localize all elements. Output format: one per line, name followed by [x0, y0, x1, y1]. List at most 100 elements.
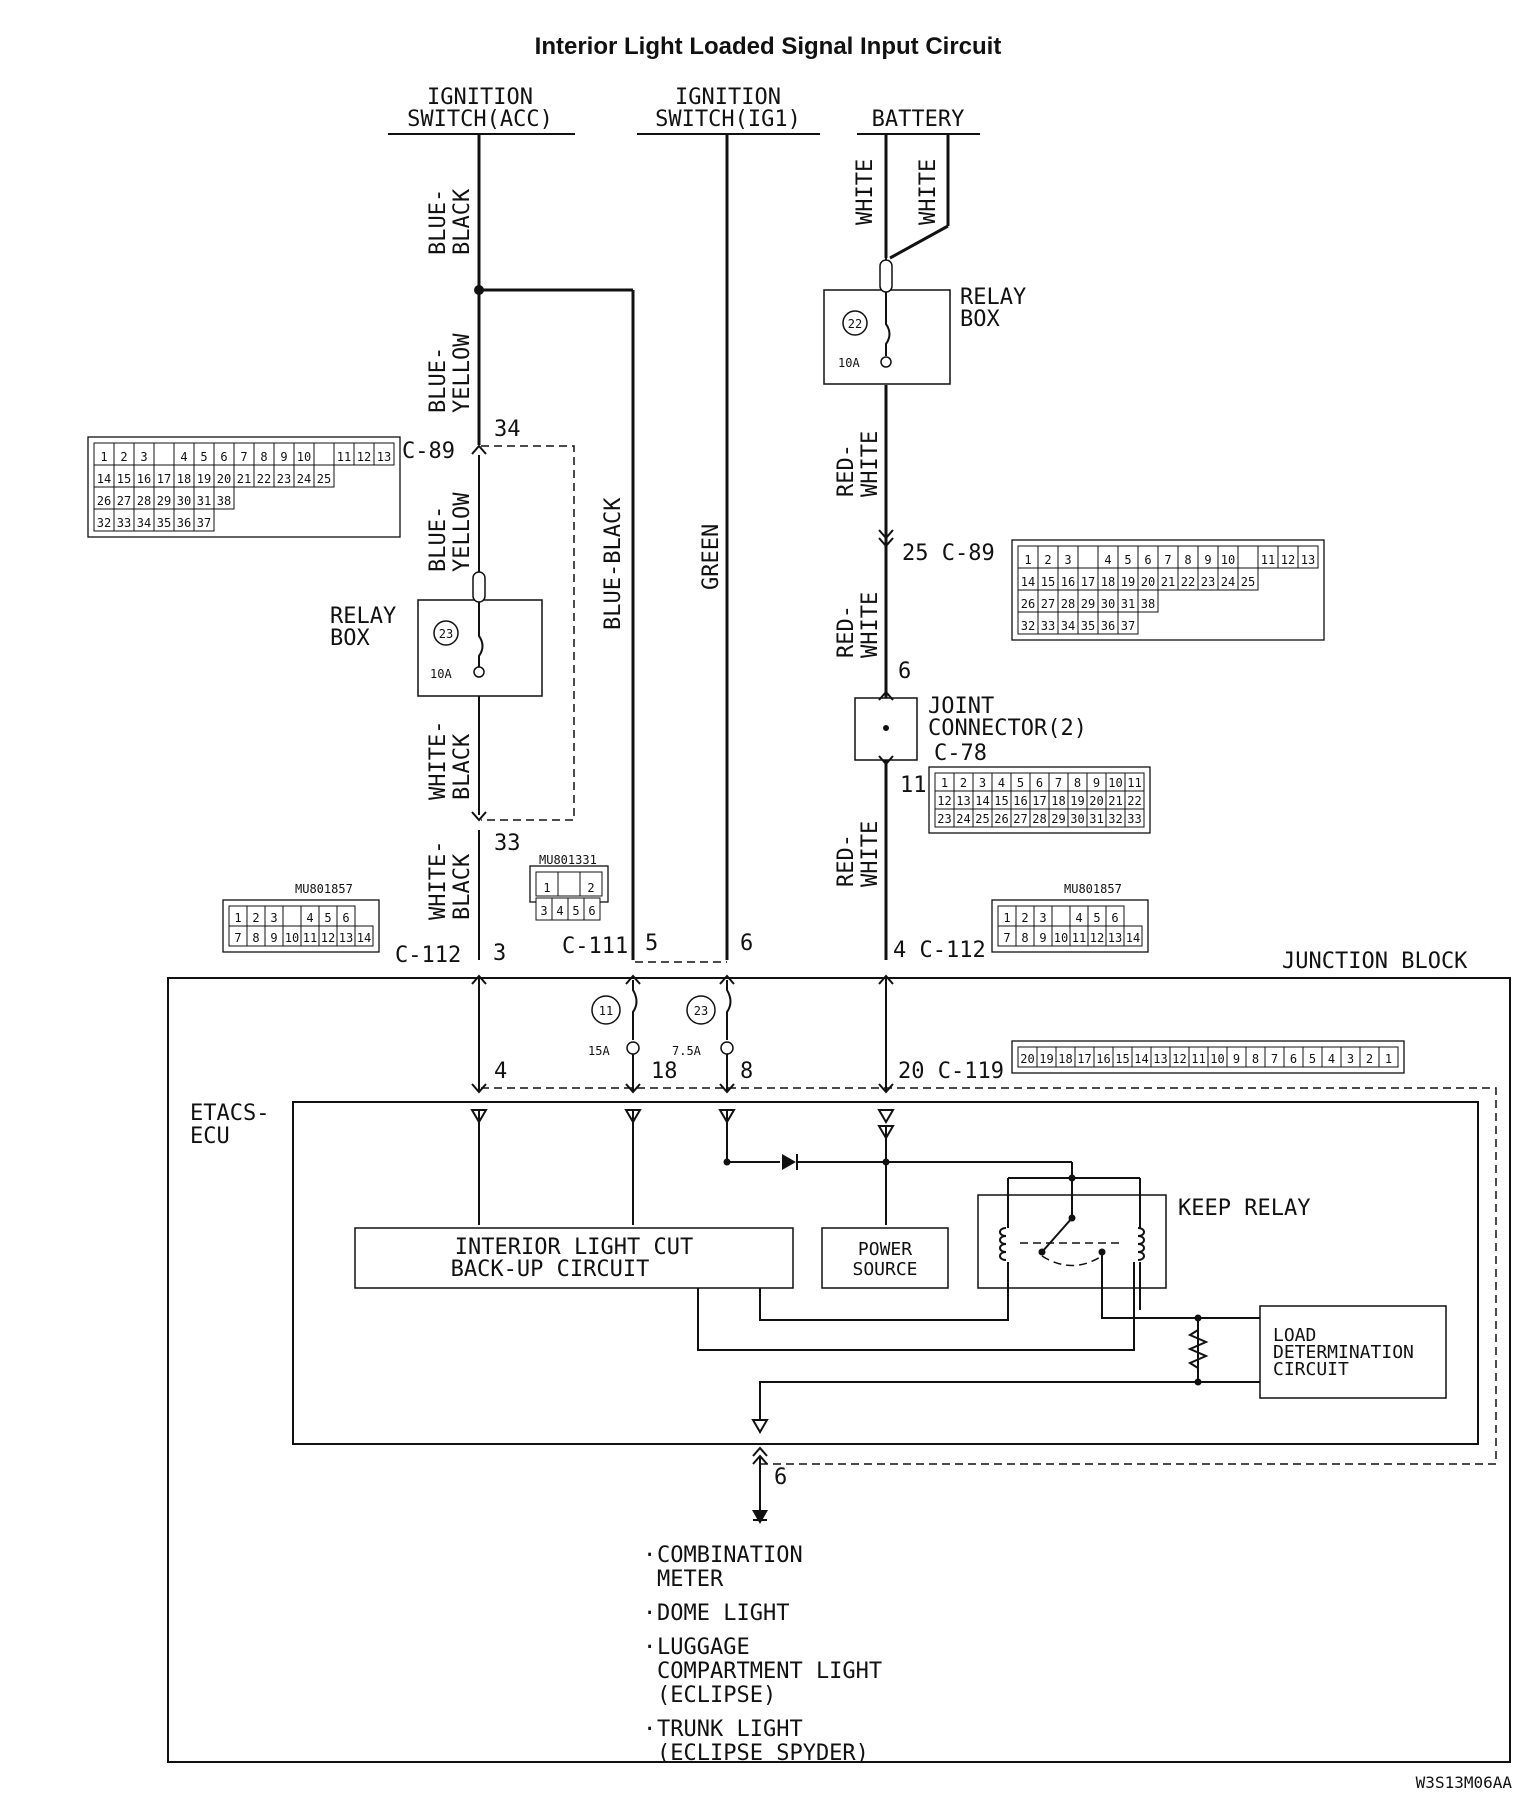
wire-label-green: GREEN [699, 524, 724, 590]
c89-label-left: C-89 [402, 439, 455, 464]
c89-dashed-loop [481, 445, 575, 821]
mu801331-label: MU801331 [539, 853, 597, 867]
c89-left-pin-label: 22 [257, 472, 271, 486]
c89-arrow-bottom [471, 811, 487, 822]
c112-left-pin-label: 10 [285, 931, 299, 945]
acc-label-line2: SWITCH(ACC) [407, 107, 553, 132]
c78-pin-label: 13 [956, 794, 970, 808]
c119-pin-label: 12 [1172, 1052, 1186, 1066]
wire-label-blue-black: BLUE- BLACK [426, 188, 475, 255]
output-bullet: · [643, 1601, 656, 1626]
wire-label-blue-yellow-1: BLUE- [426, 347, 451, 413]
c119-pin-label: 11 [1191, 1052, 1205, 1066]
c112-left-pin-label: 6 [342, 911, 349, 925]
c78-pin-label: 4 [998, 776, 1005, 790]
c112-left-pin-label: 1 [234, 911, 241, 925]
jb-fuse-11-rating: 15A [588, 1044, 610, 1058]
c89-right-cell [1117, 611, 1139, 635]
c112-right-pin-label: 6 [1111, 911, 1118, 925]
wire-label-blue-yellow-top: BLUE- YELLOW [426, 333, 475, 413]
wire-label-blue-yellow-mid-1: BLUE- [426, 506, 451, 572]
c112-left-pin-label: 13 [339, 931, 353, 945]
c112-right-pin-label: 3 [1039, 911, 1046, 925]
c89-right-pin-label: 23 [1201, 575, 1215, 589]
keep-relay: KEEP RELAY [977, 1177, 1310, 1310]
ecu-label-2: ECU [190, 1124, 230, 1149]
output-item-3-line-3: (ECLIPSE) [657, 1683, 776, 1708]
wire-label-blue-yellow-mid-2: YELLOW [450, 492, 475, 572]
c89-right-pin-label: 38 [1141, 597, 1155, 611]
c89-left-pin-label: 29 [157, 494, 171, 508]
c78-pin-label: 26 [994, 812, 1008, 826]
ecu-input-terminals [470, 1109, 895, 1140]
c89-right-pin-label: 18 [1101, 575, 1115, 589]
c112-left-pin-label: 4 [306, 911, 313, 925]
c89-right-pin-label: 2 [1044, 553, 1051, 567]
c89-right-pin-label: 5 [1124, 553, 1131, 567]
c78-pin-label: 29 [1051, 812, 1065, 826]
c111-pin-label: 1 [543, 881, 550, 895]
c112-right-pin-label: 12 [1090, 931, 1104, 945]
c112-left-pin-label: 3 [270, 911, 277, 925]
c112-left-cell [354, 925, 374, 947]
c89-left-pin-label: 28 [137, 494, 151, 508]
acc-label-line1: IGNITION [427, 85, 533, 110]
load-det-label-2: DETERMINATION [1273, 1342, 1414, 1363]
c89-left-pin-label: 16 [137, 472, 151, 486]
output-item-4-line-1: TRUNK LIGHT [657, 1717, 803, 1742]
pin-6: 6 [740, 931, 753, 956]
c112-right-pin-label: 4 [1075, 911, 1082, 925]
keep-relay-label: KEEP RELAY [1178, 1196, 1310, 1221]
c78-pin-label: 18 [1051, 794, 1065, 808]
wire-label-blue-yellow-2: YELLOW [450, 333, 475, 413]
relay-box-23: RELAY BOX 23 10A [330, 571, 543, 697]
power-source-label-1: POWER [858, 1239, 912, 1260]
c78-pin-label: 1 [941, 776, 948, 790]
c89-right-pin-label: 15 [1041, 575, 1055, 589]
c112-right-pin-label: 13 [1108, 931, 1122, 945]
c111-cell [579, 871, 603, 897]
wire-label-blue-black-long: BLUE-BLACK [601, 497, 626, 630]
wire-label-red-white-1b: WHITE [858, 431, 883, 497]
c89-left-pin-label: 34 [137, 516, 151, 530]
c78-pin-label: 14 [975, 794, 989, 808]
c89-right-pin-label: 4 [1104, 553, 1111, 567]
c111-label: C-111 [562, 934, 628, 959]
c89-left-pin-label: 3 [140, 450, 147, 464]
c89-right-pin-label: 3 [1064, 553, 1071, 567]
c89-right-pin-label: 37 [1121, 619, 1135, 633]
c89-right-pin-label: 1 [1024, 553, 1031, 567]
c89-left-pin-label: 1 [100, 450, 107, 464]
wire-label-red-white-1: RED- WHITE [834, 431, 883, 497]
c119-pin-label: 17 [1077, 1052, 1091, 1066]
c119-pin-label: 9 [1233, 1052, 1240, 1066]
ig1-label-line2: SWITCH(IG1) [655, 107, 801, 132]
c89-right-pin-label: 14 [1021, 575, 1035, 589]
c112-left-pin-label: 11 [303, 931, 317, 945]
c119-pin-label: 4 [1328, 1052, 1335, 1066]
wire-label-red-white-3a: RED- [834, 834, 859, 887]
c89-left-pin-label: 26 [97, 494, 111, 508]
c89-left-cell [313, 442, 335, 466]
wire-label-white-black-1: WHITE- [426, 721, 451, 800]
c112-right-pin-label: 11 [1072, 931, 1086, 945]
jb-wires [471, 974, 894, 1225]
c89-right-pin-label: 11 [1261, 553, 1275, 567]
load-determination-circuit: LOAD DETERMINATION CIRCUIT [1259, 1305, 1447, 1399]
joint-connector: 6 JOINT CONNECTOR(2) C-78 11 [854, 659, 1087, 798]
c89-right-pin-label: 21 [1161, 575, 1175, 589]
c78-label: C-78 [934, 741, 987, 766]
c89-left-pin-label: 8 [260, 450, 267, 464]
c112-left-pin-label: 12 [321, 931, 335, 945]
c112-left-pin-label: 7 [234, 931, 241, 945]
ecu-frame [292, 1101, 1479, 1445]
output-item-1-line-1: COMBINATION [657, 1543, 803, 1568]
c119-pin-label: 5 [1309, 1052, 1316, 1066]
output-item-3-line-1: LUGGAGE [657, 1635, 750, 1660]
c89-left-pin-label: 10 [297, 450, 311, 464]
output-item-3-line-2: COMPARTMENT LIGHT [657, 1659, 882, 1684]
c89-right-pin-label: 13 [1301, 553, 1315, 567]
